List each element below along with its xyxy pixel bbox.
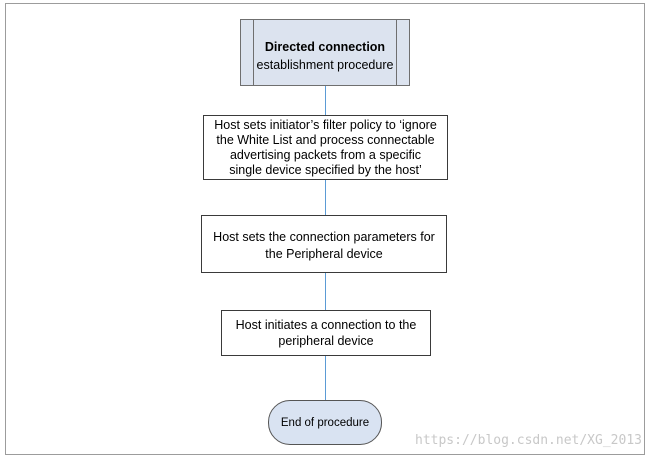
connector-line [325,180,326,215]
start-node: Directed connection establishment proced… [240,19,410,86]
step-text-line: single device specified by the host’ [229,162,422,177]
start-node-subtitle: establishment procedure [256,57,394,72]
process-step-filter-policy: Host sets initiator’s filter policy to ‘… [203,115,448,180]
connector-line [325,86,326,115]
process-step-initiate-connection: Host initiates a connection to the perip… [221,310,431,356]
end-terminator: End of procedure [268,400,382,445]
start-node-title: Directed connection [264,39,386,54]
step-text-line: peripheral device [278,334,374,348]
step-text-line: Host initiates a connection to the [235,318,417,332]
step-text-line: Host sets initiator’s filter policy to ‘… [214,117,437,132]
end-terminator-label: End of procedure [280,416,370,429]
step-text-line: Host sets the connection parameters for [213,229,435,244]
start-node-left-bar [253,20,254,85]
connector-line [325,356,326,400]
figure-frame [5,3,645,455]
start-node-right-bar [396,20,397,85]
step-text-line: the Peripheral device [265,246,383,261]
step-text-line: the White List and process connectable [216,132,435,147]
step-text-line: advertising packets from a specific [229,147,422,162]
connector-line [325,273,326,310]
process-step-connection-parameters: Host sets the connection parameters for … [201,215,447,273]
watermark-text: https://blog.csdn.net/XG_2013 [415,433,642,448]
